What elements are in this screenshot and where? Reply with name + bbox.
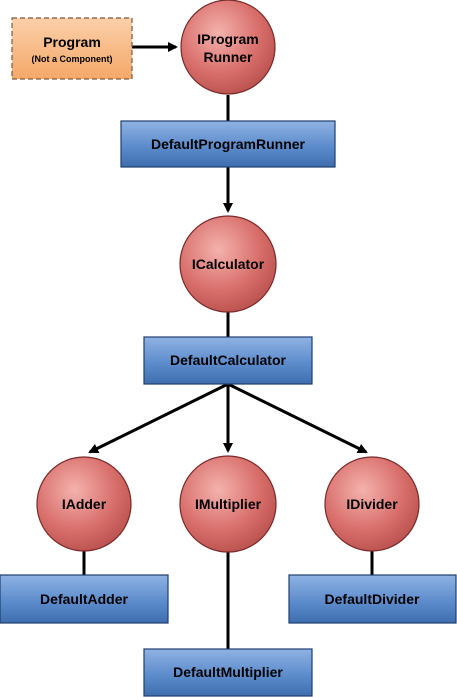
idivider-node: IDivider [324, 456, 420, 552]
defaultdivider-node: DefaultDivider [288, 574, 457, 624]
imultiplier-node: IMultiplier [179, 455, 277, 553]
imultiplier-label: IMultiplier [195, 496, 262, 512]
iprogramrunner-label-line2: Runner [204, 49, 254, 65]
arrow-defaultcalculator-to-idivider [227, 382, 368, 454]
icalculator-circle [179, 215, 277, 313]
icalculator-node: ICalculator [179, 215, 277, 313]
iadder-label: IAdder [62, 496, 107, 512]
defaultprogramrunner-label: DefaultProgramRunner [151, 136, 306, 152]
idivider-label: IDivider [346, 496, 398, 512]
defaultdivider-label: DefaultDivider [325, 591, 420, 607]
defaultadder-label: DefaultAdder [40, 591, 128, 607]
iadder-circle [36, 456, 132, 552]
connectors [82, 42, 374, 649]
defaultadder-node: DefaultAdder [0, 574, 169, 624]
icalculator-label: ICalculator [192, 256, 265, 272]
defaultmultiplier-label: DefaultMultiplier [173, 664, 283, 680]
iprogramrunner-circle [180, 0, 276, 95]
defaultadder-box [0, 574, 169, 624]
iadder-node: IAdder [36, 456, 132, 552]
program-node: Program (Not a Component) [11, 17, 133, 80]
program-title: Program [43, 34, 101, 50]
defaultcalculator-box [143, 336, 313, 385]
defaultprogramrunner-box [120, 120, 336, 168]
defaultmultiplier-node: DefaultMultiplier [143, 648, 313, 697]
iprogramrunner-node: IProgram Runner [180, 0, 276, 95]
idivider-circle [324, 456, 420, 552]
defaultcalculator-label: DefaultCalculator [170, 352, 286, 368]
defaultcalculator-node: DefaultCalculator [143, 336, 313, 385]
iprogramrunner-label-line1: IProgram [197, 31, 258, 47]
arrow-defaultcalculator-to-iadder [88, 382, 229, 454]
imultiplier-circle [179, 455, 277, 553]
defaultprogramrunner-node: DefaultProgramRunner [120, 120, 336, 168]
defaultmultiplier-box [143, 648, 313, 697]
program-box [11, 17, 133, 80]
program-subtitle: (Not a Component) [32, 54, 113, 64]
defaultdivider-box [288, 574, 457, 624]
